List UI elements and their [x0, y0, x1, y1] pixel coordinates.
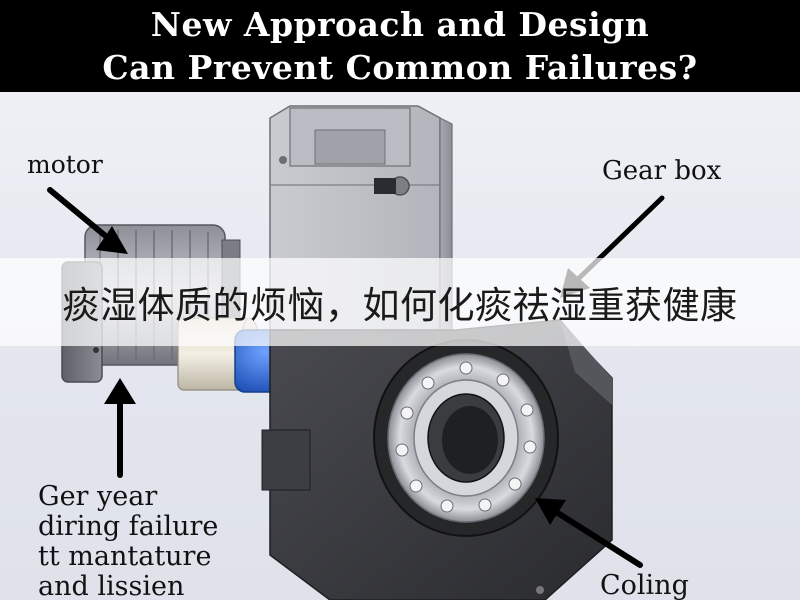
banner-text: 痰湿体质的烦恼，如何化痰祛湿重获健康 [62, 284, 738, 327]
label-failure-note: Ger year diring failure tt mantature and… [38, 482, 298, 600]
title-line-2: Can Prevent Common Failures? [102, 48, 698, 87]
title-header: New Approach and Design Can Prevent Comm… [0, 0, 800, 92]
overlay-banner: 痰湿体质的烦恼，如何化痰祛湿重获健康 [0, 258, 800, 346]
title-line-1: New Approach and Design [150, 5, 650, 44]
label-motor: motor [27, 150, 103, 179]
failure-line-1: Ger year [38, 481, 158, 512]
arrow-coling [535, 498, 643, 568]
failure-line-2: diring failure [38, 511, 219, 542]
failure-line-4: and lissien [38, 571, 185, 600]
label-gear-box: Gear box [602, 156, 722, 186]
label-coling: Coling [600, 570, 689, 600]
failure-line-3: tt mantature [38, 541, 212, 572]
arrow-failure [104, 378, 136, 478]
ring-bolt-holes [395, 361, 537, 513]
arrow-motor [47, 187, 128, 254]
